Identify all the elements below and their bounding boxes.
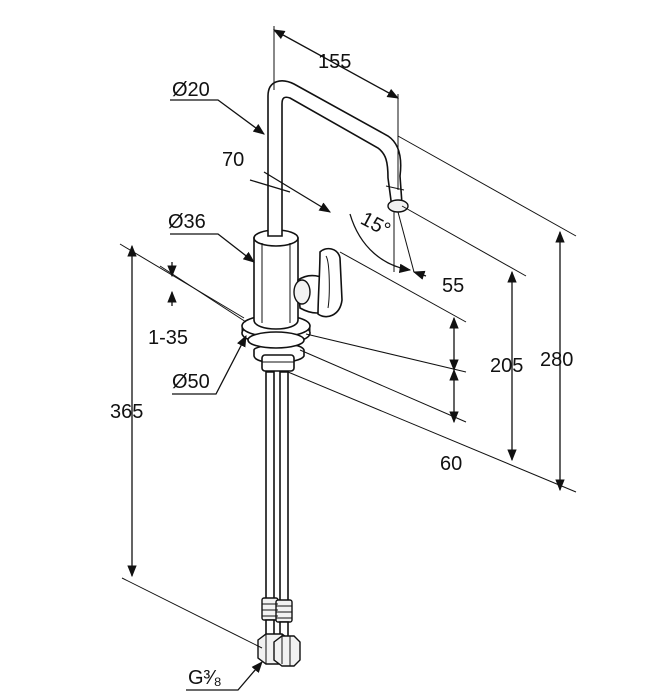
outlet-height-label: 205	[490, 355, 523, 377]
supply-hoses	[257, 371, 301, 667]
faucet-illustration	[241, 80, 409, 667]
base-height-label: 60	[440, 453, 462, 475]
body-diameter-label: Ø36	[168, 211, 206, 233]
deck-thickness-label: 1-35	[148, 327, 188, 349]
connection-thread-label: G³⁄₈	[188, 667, 222, 689]
hose-length-label: 365	[110, 401, 143, 423]
swivel-angle-label: 15°	[357, 208, 394, 242]
spout	[267, 80, 409, 237]
lever-offset-label: 70	[222, 149, 244, 171]
total-height-label: 280	[540, 349, 573, 371]
spout-diameter-label: Ø20	[172, 79, 210, 101]
lever-handle	[293, 247, 343, 318]
faucet-body	[253, 229, 299, 330]
dimension-labels: 155 Ø20 70 Ø36 15° 55 1-35 Ø50 205 280 3…	[110, 51, 573, 689]
lever-height-label: 55	[442, 275, 464, 297]
spout-reach-label: 155	[318, 51, 351, 73]
flange-diameter-label: Ø50	[172, 371, 210, 393]
dimension-lines	[119, 26, 577, 691]
mounting-bracket	[253, 343, 305, 372]
